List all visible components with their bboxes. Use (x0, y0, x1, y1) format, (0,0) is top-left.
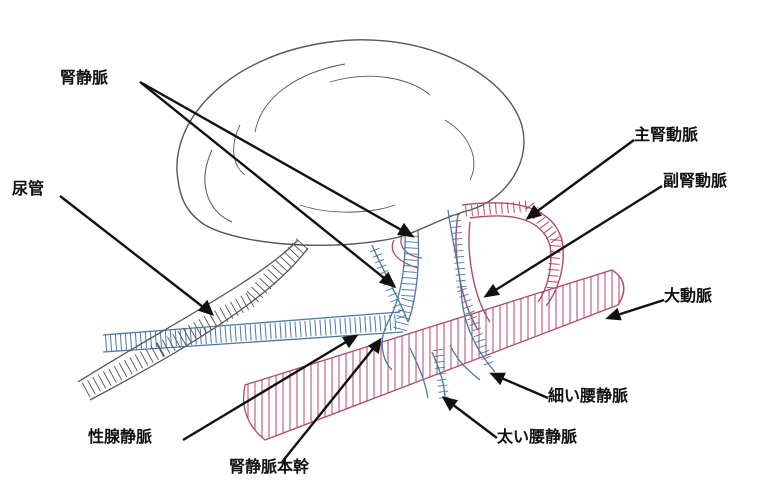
arrowhead-gonadal (344, 336, 356, 346)
arrowhead-thick-lumbar (444, 398, 456, 409)
label-gonadal-vein: 性腺静脈 (88, 428, 152, 446)
label-renal-vein: 腎静脈 (60, 69, 108, 87)
label-thick-lumbar-vein: 太い腰静脈 (497, 428, 577, 446)
label-accessory-renal-artery: 副腎動脈 (663, 172, 727, 190)
arrowhead-accessory-artery (486, 286, 498, 296)
label-main-renal-artery: 主腎動脈 (634, 126, 698, 144)
arrowhead-aorta (608, 310, 620, 319)
arrowhead-ureter (200, 302, 212, 314)
arrowhead-thin-lumbar (492, 374, 504, 383)
pointer-main-renal-artery (528, 140, 634, 218)
label-thin-lumbar-vein: 細い腰静脈 (548, 387, 628, 405)
label-aorta: 大動脈 (664, 287, 712, 305)
label-ureter: 尿管 (12, 180, 44, 198)
pointer-ureter (60, 196, 212, 314)
gonadal-vein (103, 312, 403, 352)
label-renal-vein-trunk: 腎静脈本幹 (229, 458, 309, 476)
pointer-accessory-artery (486, 186, 662, 296)
